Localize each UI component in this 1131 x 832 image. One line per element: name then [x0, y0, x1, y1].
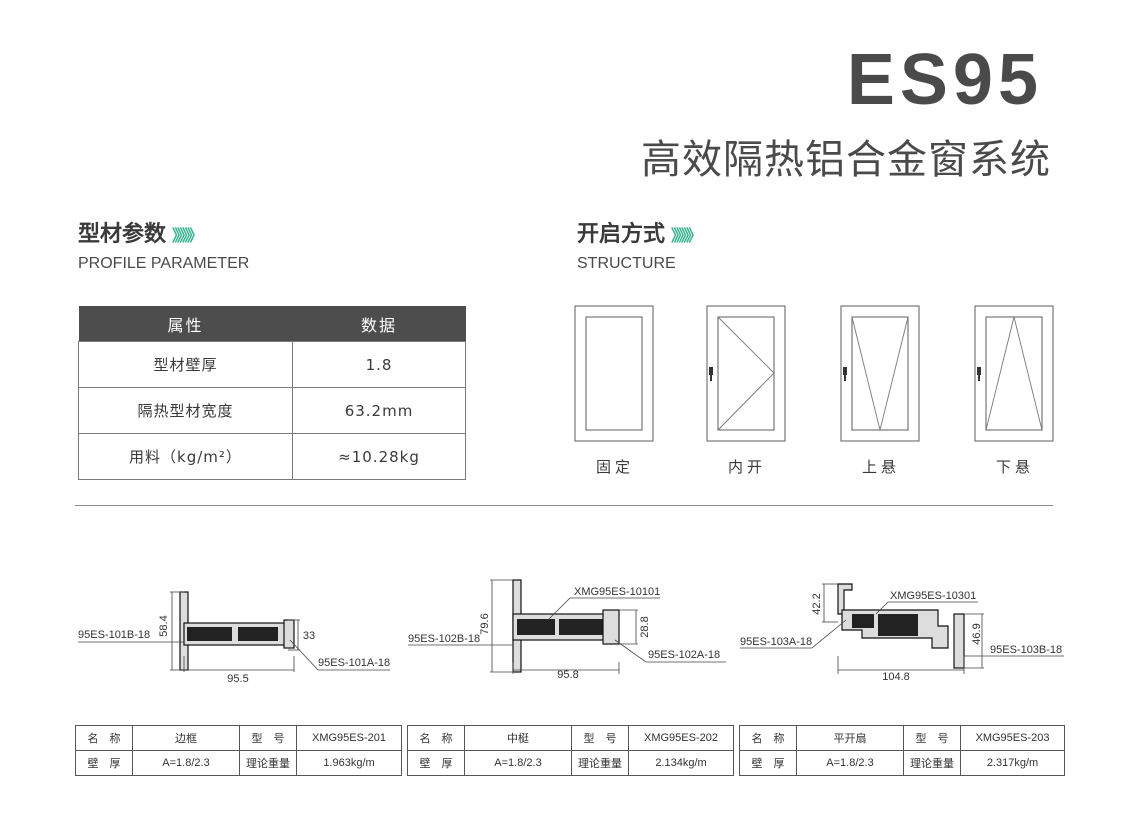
spec-value: 2.317kg/m	[960, 750, 1065, 776]
profile-part-label: XMG95ES-10101	[574, 586, 660, 598]
profile-title-en: PROFILE PARAMETER	[78, 255, 250, 272]
structure-type-label: 下悬	[995, 458, 1034, 476]
profile-drawing-2	[408, 579, 726, 674]
spec-value: 2.134kg/m	[628, 750, 734, 776]
table-row: 隔热型材宽度 63.2mm	[78, 387, 466, 434]
profile-drawing-3	[740, 583, 1064, 674]
spec-value: A=1.8/2.3	[796, 750, 904, 776]
fixed-window-icon	[574, 305, 654, 442]
profile-height-label: 58.4	[158, 615, 170, 636]
profile-height-label: 28.8	[639, 616, 651, 637]
profile-part-label: 95ES-102A-18	[648, 649, 720, 661]
table-row: 名 称 中梃 型 号 XMG95ES-202	[407, 725, 734, 751]
spec-value: 中梃	[464, 725, 572, 751]
spec-value: XMG95ES-203	[960, 725, 1065, 751]
spec-label: 型 号	[903, 725, 961, 751]
profile-part-label: 95ES-101A-18	[318, 657, 390, 669]
table-row: 用料（kg/m²） ≈10.28kg	[78, 433, 466, 480]
table-row: 型材壁厚 1.8	[78, 341, 466, 388]
profile-height-label: 42.2	[811, 593, 823, 614]
profile-part-label: 95ES-103B-18	[990, 644, 1062, 656]
spec-label: 理论重量	[571, 750, 629, 776]
table-cell: 隔热型材宽度	[78, 387, 293, 434]
spec-table-1: 名 称 边框 型 号 XMG95ES-201 壁 厚 A=1.8/2.3 理论重…	[75, 725, 402, 776]
table-header-row: 属性 数据	[78, 306, 466, 342]
spec-label: 壁 厚	[75, 750, 133, 776]
table-row: 壁 厚 A=1.8/2.3 理论重量 2.134kg/m	[407, 750, 734, 776]
profile-part-label: 95ES-102B-18	[408, 633, 480, 645]
spec-table-3: 名 称 平开扇 型 号 XMG95ES-203 壁 厚 A=1.8/2.3 理论…	[739, 725, 1065, 776]
profile-height-label: 46.9	[971, 623, 983, 644]
table-header: 属性	[78, 306, 293, 342]
section-divider	[75, 505, 1053, 506]
structure-type-label: 固定	[595, 458, 634, 476]
model-title: ES95	[846, 40, 1043, 120]
profile-part-label: 95ES-101B-18	[78, 629, 150, 641]
spec-label: 型 号	[239, 725, 297, 751]
spec-label: 壁 厚	[739, 750, 797, 776]
table-cell: ≈10.28kg	[292, 433, 466, 480]
profile-parameter-table: 属性 数据 型材壁厚 1.8 隔热型材宽度 63.2mm 用料（kg/m²） ≈…	[78, 306, 466, 480]
spec-value: 边框	[132, 725, 240, 751]
table-row: 名 称 平开扇 型 号 XMG95ES-203	[739, 725, 1065, 751]
table-cell: 63.2mm	[292, 387, 466, 434]
spec-value: 平开扇	[796, 725, 904, 751]
spec-label: 型 号	[571, 725, 629, 751]
spec-value: XMG95ES-201	[296, 725, 402, 751]
model-subtitle: 高效隔热铝合金窗系统	[641, 137, 1051, 183]
table-header: 数据	[292, 306, 466, 342]
table-row: 壁 厚 A=1.8/2.3 理论重量 2.317kg/m	[739, 750, 1065, 776]
structure-type-label: 上悬	[861, 458, 900, 476]
profile-width-label: 95.8	[557, 669, 578, 681]
table-cell: 型材壁厚	[78, 341, 293, 388]
profile-width-label: 95.5	[227, 673, 248, 685]
profile-height-label: 79.6	[479, 613, 491, 634]
profile-drawing-1	[78, 591, 390, 672]
handle-icon	[843, 367, 847, 375]
profile-part-label: 95ES-103A-18	[740, 636, 812, 648]
profile-width-label: 104.8	[882, 671, 910, 683]
arrows-icon: 》》》》	[172, 226, 203, 245]
structure-title-en: STRUCTURE	[577, 255, 676, 272]
handle-icon	[709, 367, 713, 375]
spec-value: A=1.8/2.3	[464, 750, 572, 776]
spec-label: 壁 厚	[407, 750, 465, 776]
spec-label: 名 称	[75, 725, 133, 751]
spec-label: 名 称	[739, 725, 797, 751]
handle-icon	[977, 367, 981, 375]
spec-value: 1.963kg/m	[296, 750, 402, 776]
profile-part-label: XMG95ES-10301	[890, 590, 976, 602]
spec-value: A=1.8/2.3	[132, 750, 240, 776]
profile-section-heading: 型材参数》》》》	[78, 222, 203, 247]
profile-drawings: .ln{fill:none;stroke:#444;stroke-width:0…	[78, 579, 1064, 685]
spec-value: XMG95ES-202	[628, 725, 734, 751]
table-cell: 用料（kg/m²）	[78, 433, 293, 480]
structure-title-cn: 开启方式	[577, 222, 666, 247]
spec-label: 理论重量	[239, 750, 297, 776]
inward-open-window-icon	[706, 305, 786, 442]
window-opening-diagrams	[574, 305, 1054, 442]
table-cell: 1.8	[292, 341, 466, 388]
spec-table-2: 名 称 中梃 型 号 XMG95ES-202 壁 厚 A=1.8/2.3 理论重…	[407, 725, 734, 776]
arrows-icon: 》》》》	[671, 226, 702, 245]
spec-label: 理论重量	[903, 750, 961, 776]
table-row: 壁 厚 A=1.8/2.3 理论重量 1.963kg/m	[75, 750, 402, 776]
table-row: 名 称 边框 型 号 XMG95ES-201	[75, 725, 402, 751]
top-hung-window-icon	[840, 305, 920, 442]
bottom-hung-window-icon	[974, 305, 1054, 442]
spec-label: 名 称	[407, 725, 465, 751]
profile-title-cn: 型材参数	[78, 222, 167, 247]
profile-height-label: 33	[303, 630, 315, 642]
structure-section-heading: 开启方式》》》》	[577, 222, 702, 247]
structure-type-label: 内开	[727, 458, 766, 476]
